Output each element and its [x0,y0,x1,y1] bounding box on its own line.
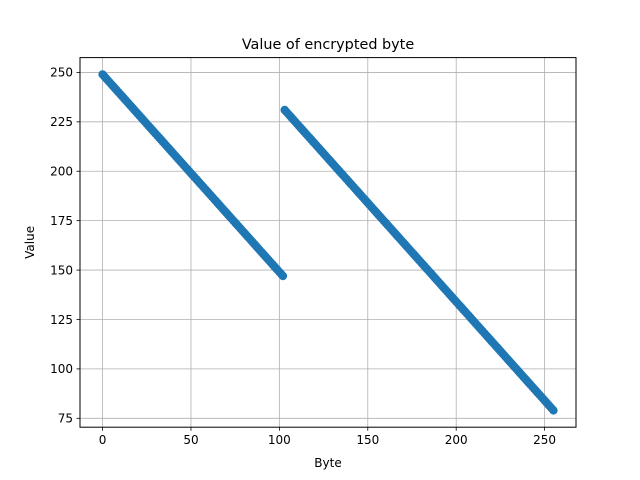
grid-lines [80,57,576,428]
y-tick-label: 100 [50,362,73,376]
x-tick-label: 200 [445,433,468,447]
x-tick-label: 150 [356,433,379,447]
axes-frame [79,57,577,428]
x-tick-label: 100 [268,433,291,447]
y-tick-label: 75 [58,412,73,426]
x-axis-label: Byte [314,456,341,470]
y-axis-ticks: 75 100 125 150 175 200 225 250 [50,66,80,426]
y-tick-label: 150 [50,263,73,277]
x-axis-ticks: 0 50 100 150 200 250 [99,427,556,447]
data-point [549,406,558,415]
x-tick-label: 50 [183,433,198,447]
y-tick-label: 225 [50,115,73,129]
x-tick-label: 0 [99,433,107,447]
y-tick-label: 175 [50,214,73,228]
y-tick-label: 250 [50,66,73,80]
data-points [98,70,558,415]
y-axis-label: Value [23,226,37,259]
y-tick-label: 200 [50,165,73,179]
x-tick-label: 250 [533,433,556,447]
chart-title: Value of encrypted byte [242,37,414,53]
data-point [278,271,288,281]
y-tick-label: 125 [50,313,73,327]
